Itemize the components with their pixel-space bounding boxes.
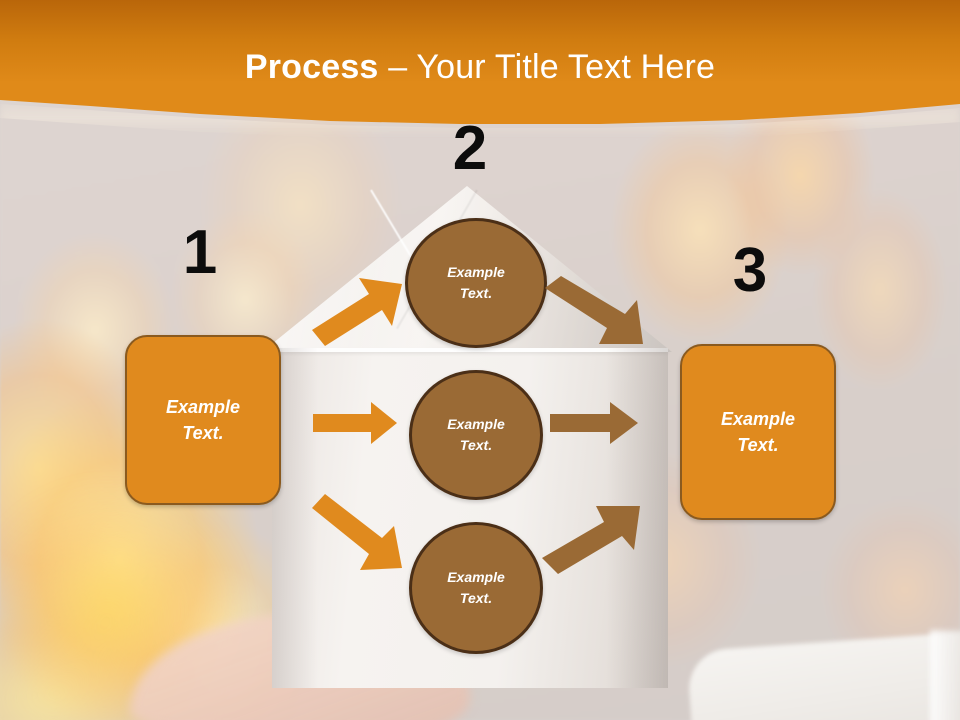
circle-middle-line1: Example — [447, 416, 505, 432]
step-number-1: 1 — [182, 218, 218, 287]
step-number-3: 3 — [732, 236, 768, 305]
shirt-cuff-edge — [930, 630, 960, 720]
arrow-up-right-brown-icon — [542, 500, 652, 574]
step-3-box-line1: Example — [720, 408, 796, 429]
step-number-2: 2 — [452, 114, 488, 183]
arrow-down-right-icon — [312, 494, 412, 576]
circle-middle-line2: Text. — [459, 437, 493, 453]
page-title-rest: – Your Title Text Here — [378, 48, 716, 86]
page-title: Process – Your Title Text Here — [0, 48, 960, 87]
circle-bottom-line2: Text. — [459, 590, 493, 606]
step-3-box-line2: Text. — [737, 435, 779, 455]
circle-bottom-line1: Example — [447, 569, 505, 585]
step-3-box[interactable]: Example Text. — [680, 344, 836, 520]
circle-middle[interactable]: Example Text. — [409, 370, 543, 500]
arrow-right-brown-icon — [550, 402, 638, 444]
circle-bottom[interactable]: Example Text. — [409, 522, 543, 654]
circle-middle-text: Example Text. — [447, 414, 505, 456]
arrow-right-icon — [313, 402, 397, 444]
page-title-strong: Process — [244, 48, 379, 86]
circle-top-text: Example Text. — [447, 262, 505, 304]
step-1-box[interactable]: Example Text. — [125, 335, 281, 505]
title-banner — [0, 0, 960, 124]
circle-bottom-text: Example Text. — [447, 567, 505, 609]
circle-top[interactable]: Example Text. — [405, 218, 547, 348]
step-1-box-text: Example Text. — [166, 394, 240, 446]
arrow-up-right-icon — [312, 278, 412, 346]
step-1-box-line1: Example — [165, 396, 241, 417]
circle-top-line2: Text. — [459, 285, 493, 301]
paper-house-body-top-edge — [272, 348, 668, 352]
step-1-box-line2: Text. — [182, 423, 224, 443]
step-3-box-text: Example Text. — [721, 406, 795, 458]
circle-top-line1: Example — [447, 264, 505, 280]
arrow-down-right-brown-icon — [545, 276, 655, 352]
